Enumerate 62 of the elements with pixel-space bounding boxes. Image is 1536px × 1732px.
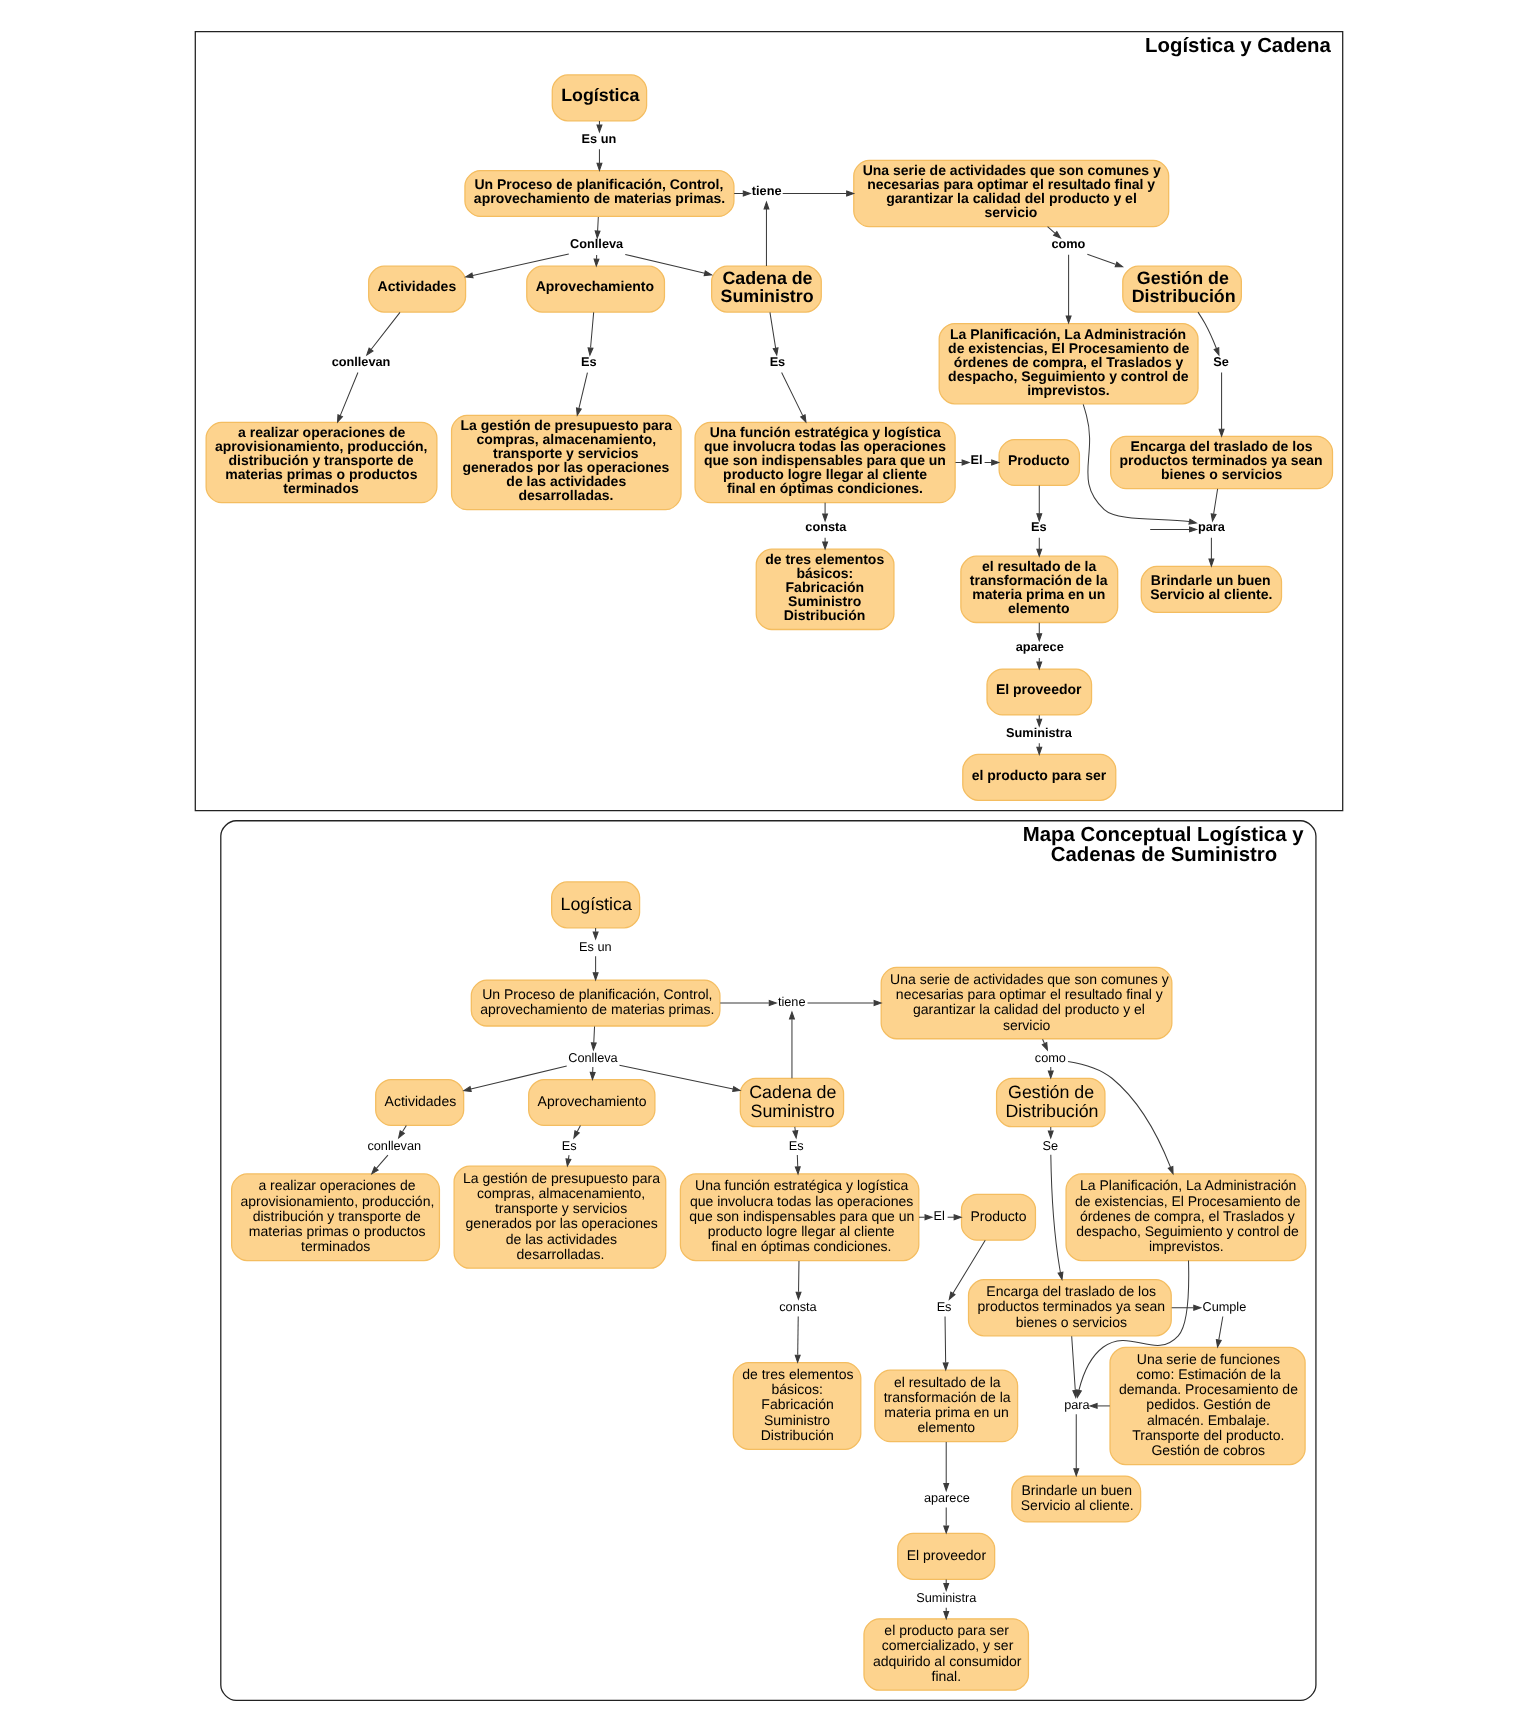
arrow <box>1035 622 1042 643</box>
arrow <box>572 1124 580 1140</box>
arrow <box>1070 1335 1078 1400</box>
arrow <box>589 1025 596 1052</box>
arrow <box>820 537 828 551</box>
arrow <box>564 1154 571 1168</box>
arrow <box>591 955 598 982</box>
arrow <box>791 1126 798 1140</box>
arrow <box>1148 518 1198 533</box>
arrow <box>593 216 600 240</box>
arrow <box>1196 311 1219 357</box>
arrow <box>623 253 713 277</box>
arrow <box>793 1316 800 1364</box>
arrow <box>942 1441 949 1493</box>
arrow <box>1214 1316 1223 1349</box>
arrow <box>1085 253 1124 268</box>
arrow <box>588 1066 595 1082</box>
arrow <box>1209 488 1218 523</box>
node-box: Cadena de Suministro <box>710 265 821 313</box>
arrow <box>574 372 587 417</box>
arrow <box>595 148 602 172</box>
arrow <box>617 1064 741 1092</box>
arrow <box>586 311 594 357</box>
arrow <box>1087 1402 1110 1410</box>
node-box: Gestión de Distribución <box>1121 265 1241 313</box>
arrow <box>1035 537 1042 558</box>
arrow <box>1217 372 1224 438</box>
arrow <box>787 1010 795 1079</box>
arrow <box>1066 1060 1173 1176</box>
arrow <box>793 1154 800 1176</box>
arrow <box>768 311 778 357</box>
arrow <box>780 372 806 424</box>
arrow <box>463 253 569 279</box>
node-box: Gestión de Distribución <box>994 1077 1105 1128</box>
arrow <box>820 502 828 523</box>
arrow <box>369 1154 388 1175</box>
arrow <box>762 200 769 267</box>
arrow <box>1035 485 1042 523</box>
arrow <box>718 999 777 1007</box>
arrow <box>335 372 358 424</box>
arrow <box>806 999 882 1007</box>
node-box: Logística <box>550 74 647 122</box>
arrow <box>1072 1413 1079 1478</box>
arrow <box>1049 1154 1063 1281</box>
arrow <box>794 1260 801 1301</box>
arrow <box>1207 537 1214 568</box>
arrow <box>364 311 400 357</box>
arrow <box>1081 403 1198 533</box>
arrow <box>1040 1038 1048 1052</box>
arrow <box>941 1316 948 1372</box>
arrow <box>732 190 751 197</box>
arrow <box>781 190 855 197</box>
arrow <box>1046 226 1061 239</box>
arrow <box>396 1124 406 1140</box>
arrow <box>1064 254 1071 325</box>
node-box: Cadena de Suministro <box>738 1077 844 1128</box>
arrow <box>1170 1304 1202 1311</box>
arrow <box>1035 742 1042 756</box>
node-box: Logística <box>550 881 640 929</box>
arrow <box>461 1065 567 1092</box>
arrow <box>942 1506 949 1535</box>
arrow <box>947 1239 985 1301</box>
